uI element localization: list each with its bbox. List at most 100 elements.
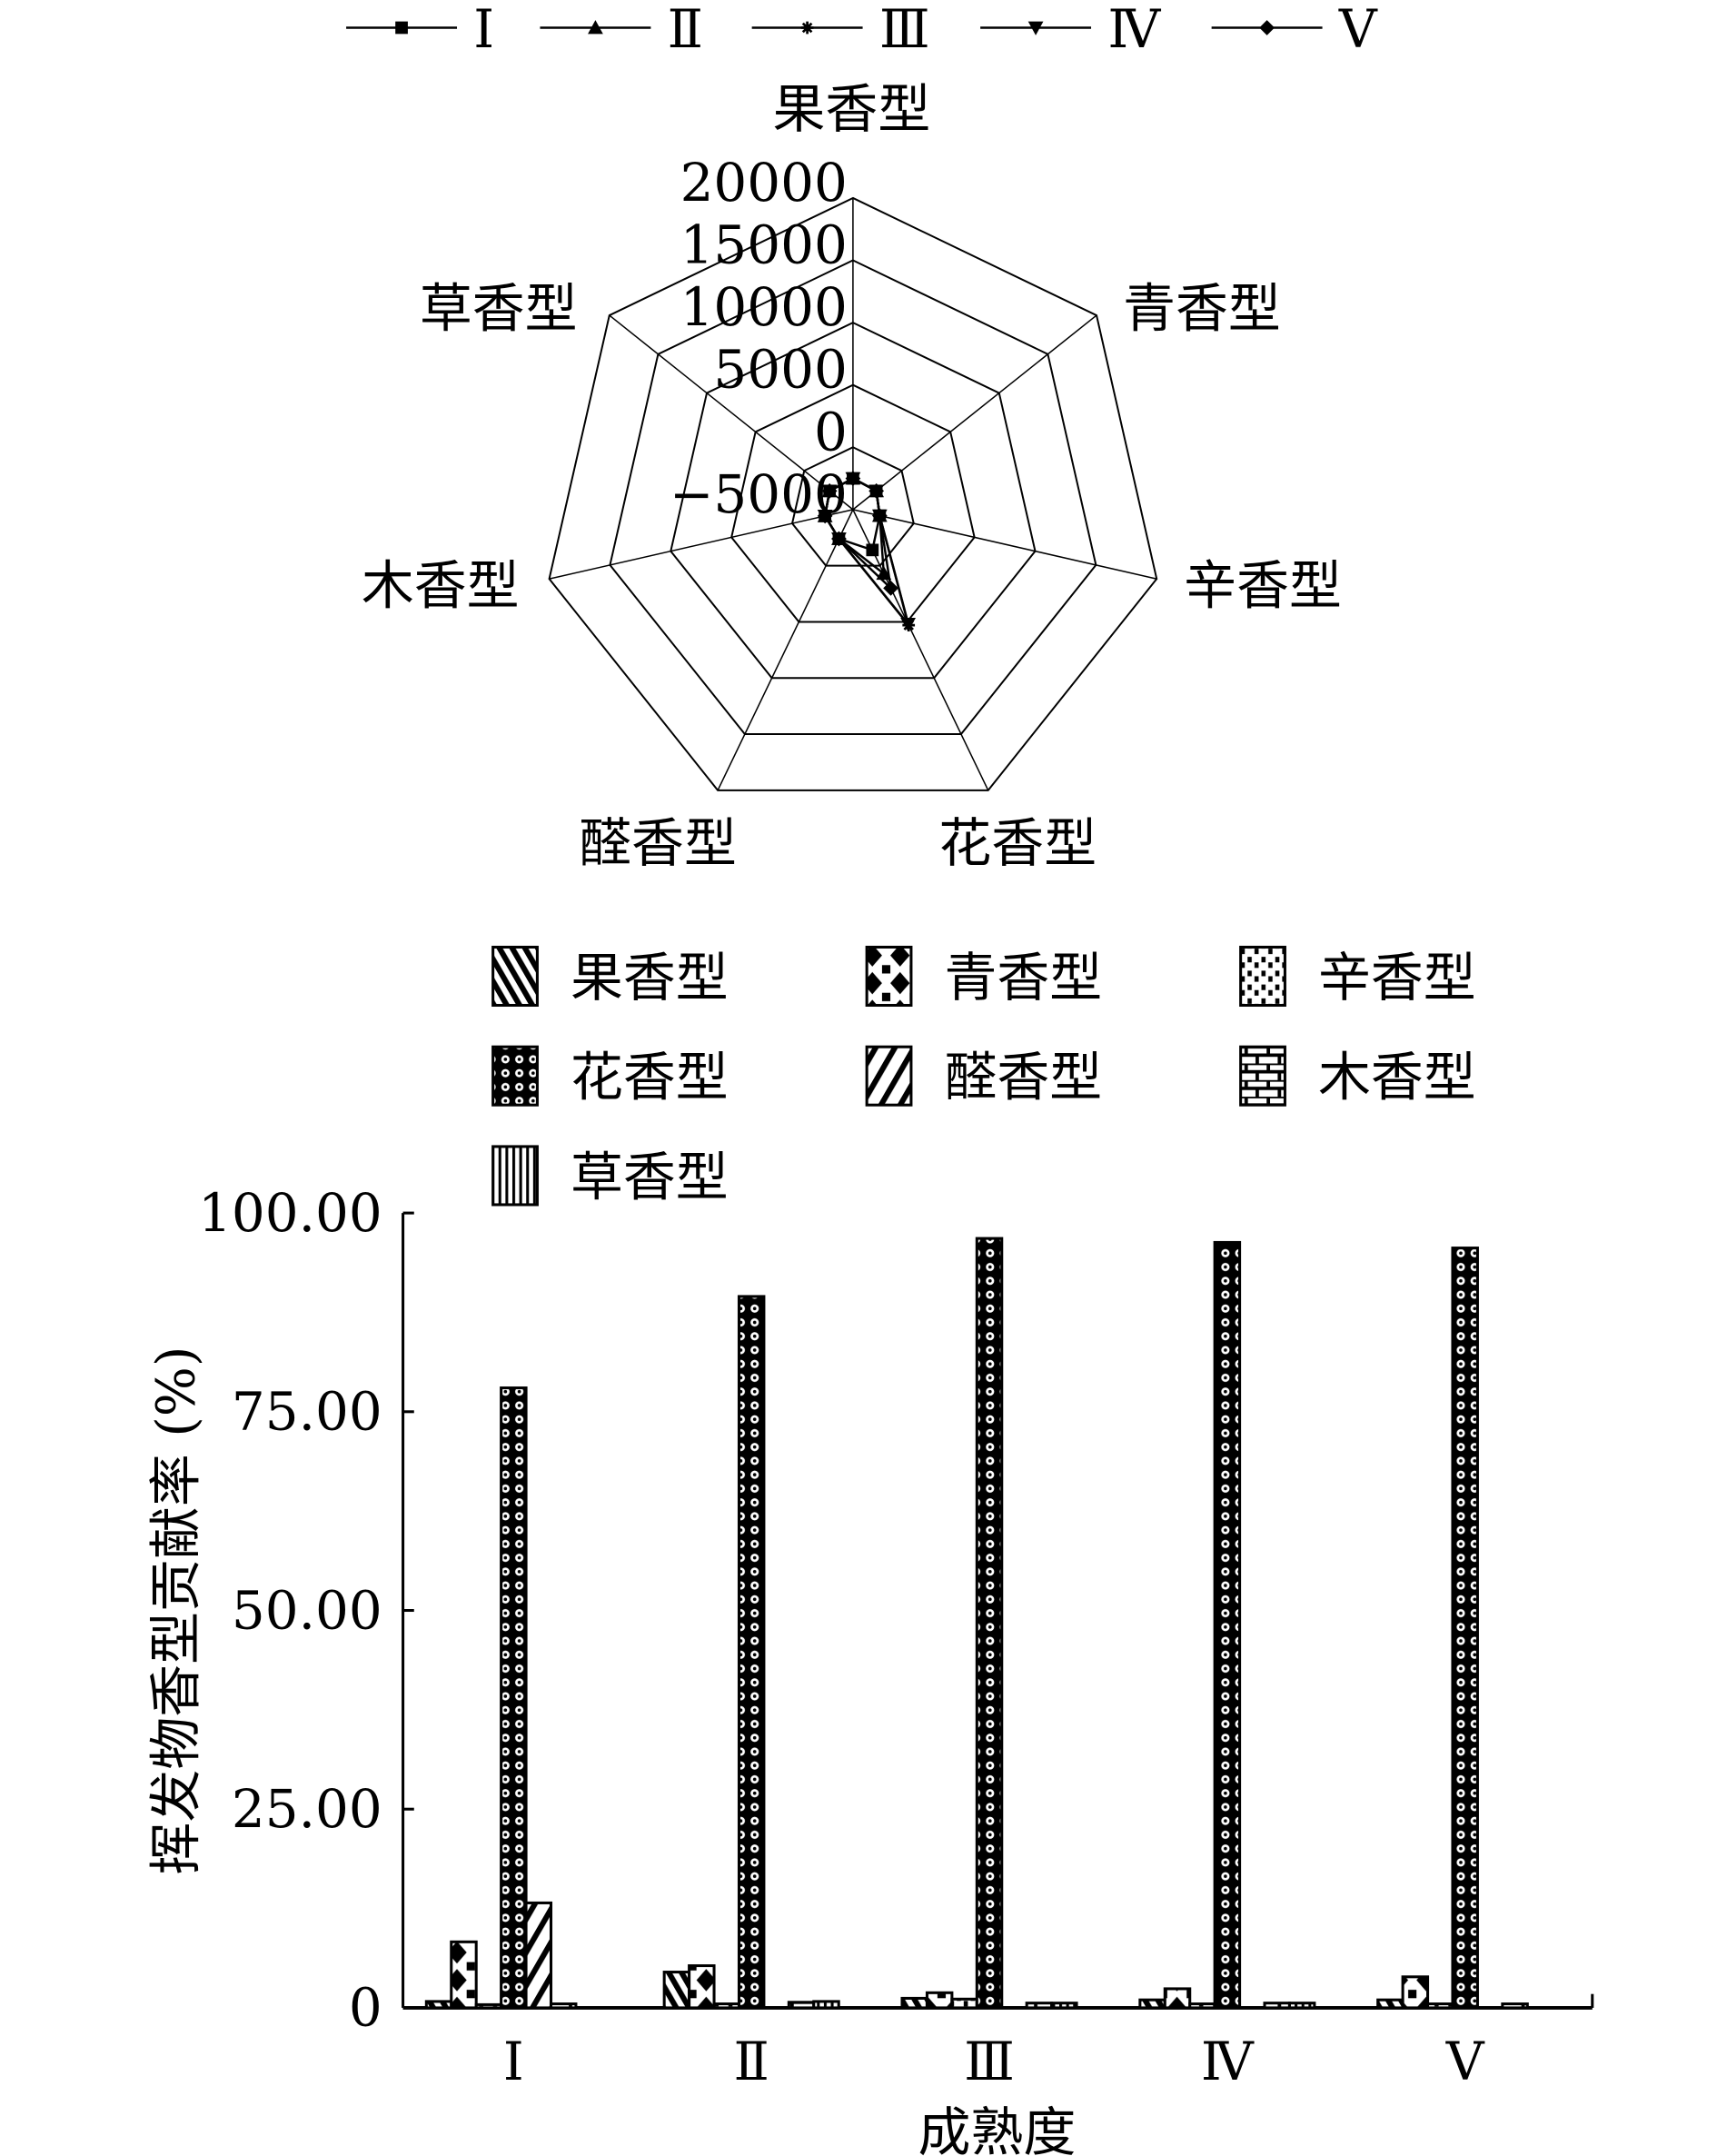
bar-legend-item: 草香型 <box>491 1145 729 1207</box>
radar-spoke <box>609 314 854 511</box>
bar <box>975 1237 1004 2010</box>
legend-swatch <box>491 1045 539 1107</box>
bar <box>1188 2002 1216 2010</box>
marker-square <box>395 21 408 35</box>
legend-swatch <box>491 1145 539 1207</box>
bar-legend-item: 木香型 <box>1239 1045 1476 1108</box>
radar-spoke <box>852 314 1097 511</box>
bar <box>1501 2002 1529 2010</box>
bar <box>1163 1987 1192 2010</box>
legend-swatch <box>1239 1045 1286 1107</box>
legend-label: Ⅱ <box>668 0 703 60</box>
radar-grid-ring <box>670 322 1037 680</box>
marker-asterisk <box>800 21 814 35</box>
legend-label: 木香型 <box>1318 1047 1476 1108</box>
radar-tick-label: 15000 <box>680 214 848 276</box>
radar-axis-label: 果香型 <box>773 78 931 140</box>
radar-legend-item: Ⅰ <box>346 0 494 60</box>
y-tick-label: 50.00 <box>232 1579 382 1641</box>
legend-swatch <box>491 945 539 1008</box>
legend-swatch <box>865 1045 913 1107</box>
bar-x-axis-title: 成熟度 <box>918 2101 1077 2156</box>
radar-grid-ring <box>609 259 1097 736</box>
radar-axis-label: 木香型 <box>362 555 520 617</box>
bar-legend-item: 青香型 <box>865 945 1102 1008</box>
radar-legend-item: Ⅲ <box>751 0 930 60</box>
bar <box>549 2002 578 2010</box>
marker-diamond <box>845 471 861 486</box>
x-tick-label: Ⅰ <box>503 2031 524 2092</box>
radar-axis-label: 青香型 <box>1123 278 1281 340</box>
radar-tick-label: 20000 <box>680 152 848 214</box>
bar <box>737 1295 766 2010</box>
legend-label: Ⅴ <box>1338 0 1378 60</box>
radar-axis-label: 草香型 <box>420 278 578 340</box>
legend-label: 果香型 <box>571 947 729 1008</box>
radar-spoke <box>549 509 854 580</box>
bar <box>925 1991 954 2010</box>
legend-label: Ⅳ <box>1107 0 1161 60</box>
bar-legend-item: 果香型 <box>491 945 729 1008</box>
bar <box>812 2000 840 2010</box>
radar-legend-item: Ⅳ <box>980 0 1161 60</box>
bar <box>688 1964 716 2010</box>
x-tick-label: Ⅳ <box>1201 2031 1255 2092</box>
bar <box>1426 2002 1454 2010</box>
radar-legend-item: Ⅱ <box>540 0 703 60</box>
legend-label: 花香型 <box>571 1047 729 1108</box>
radar-axis-label: 花香型 <box>938 812 1097 874</box>
bar <box>424 2000 453 2010</box>
bar-legend-item: 花香型 <box>491 1045 729 1108</box>
y-tick-label: 25.00 <box>232 1778 382 1840</box>
x-tick-label: Ⅴ <box>1445 2031 1485 2092</box>
bar <box>950 1997 978 2010</box>
bar-y-axis-title: 挥发物香型贡献率 (%) <box>144 1346 206 1875</box>
marker-triangle-down <box>1027 21 1044 35</box>
bar <box>1213 1240 1242 2010</box>
marker-diamond <box>817 508 833 524</box>
radar-legend: Ⅰ Ⅱ Ⅲ Ⅳ Ⅴ <box>346 0 1378 60</box>
radar-tick-label: 10000 <box>680 276 848 338</box>
bar-legend-item: 辛香型 <box>1239 945 1476 1008</box>
legend-label: Ⅲ <box>879 0 930 60</box>
marker-triangle-up <box>588 20 603 35</box>
marker-diamond <box>871 508 888 523</box>
radar-tick-label: 0 <box>814 401 848 462</box>
marker-square <box>866 543 879 557</box>
radar-grid-ring <box>548 196 1158 791</box>
bar <box>1138 1998 1166 2010</box>
radar-spoke <box>717 509 854 791</box>
radar-tick-label: −5000 <box>670 463 848 525</box>
radar-series <box>817 471 898 596</box>
legend-swatch <box>865 945 913 1008</box>
bar <box>787 2001 816 2010</box>
legend-label: 辛香型 <box>1318 947 1476 1008</box>
legend-label: Ⅰ <box>473 0 494 60</box>
legend-label: 醛香型 <box>944 1047 1102 1108</box>
bar <box>1263 2002 1291 2010</box>
legend-label: 草香型 <box>571 1146 729 1207</box>
radar-tick-label: 5000 <box>713 339 847 401</box>
bar <box>662 1971 691 2010</box>
x-tick-label: Ⅱ <box>734 2031 769 2092</box>
bar <box>1401 1975 1430 2010</box>
bar <box>712 2002 740 2010</box>
marker-diamond <box>1259 20 1275 35</box>
radar-spoke <box>852 509 1157 580</box>
radar-chart: 20000150001000050000−5000果香型青香型辛香型花香型醛香型… <box>362 78 1342 874</box>
bar <box>1025 2002 1054 2010</box>
radar-spoke <box>852 509 989 791</box>
radar-grid-ring <box>790 446 915 567</box>
y-tick-label: 75.00 <box>232 1381 382 1443</box>
radar-axis-label: 辛香型 <box>1184 555 1342 617</box>
x-tick-label: Ⅲ <box>964 2031 1015 2092</box>
y-tick-label: 100.00 <box>198 1182 382 1244</box>
marker-triangle-down <box>900 618 916 632</box>
legend-label: 青香型 <box>944 947 1102 1008</box>
bar <box>1451 1247 1479 2010</box>
marker-diamond <box>821 482 838 499</box>
bar <box>500 1386 528 2010</box>
bar-legend-item: 醛香型 <box>865 1045 1102 1108</box>
bar <box>1287 2002 1316 2010</box>
radar-grid-ring <box>730 383 976 623</box>
